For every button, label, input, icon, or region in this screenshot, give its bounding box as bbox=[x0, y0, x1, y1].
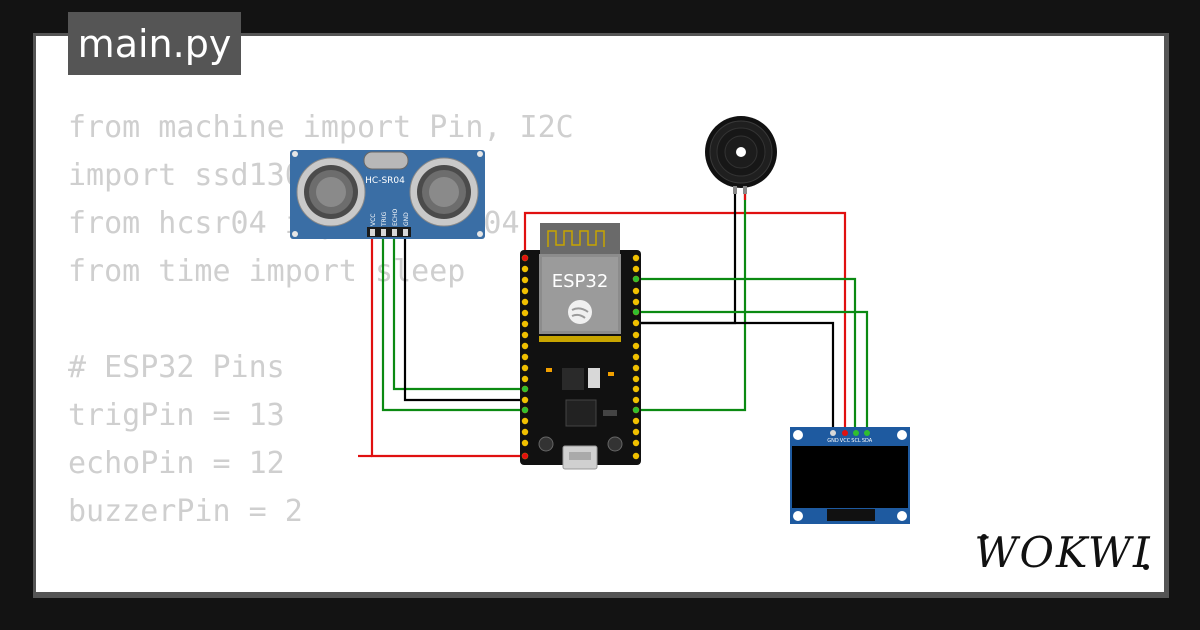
wire-vcc-oled[interactable] bbox=[523, 211, 847, 432]
code-line: from time import sleep bbox=[68, 254, 466, 289]
wire-oled-scl[interactable] bbox=[636, 277, 857, 432]
code-line: echoPin = 12 bbox=[68, 446, 285, 481]
wire-oled-gnd[interactable] bbox=[636, 321, 835, 432]
oled-pin-label: SDA bbox=[862, 438, 873, 444]
code-line: # OLED display I2C pins bbox=[68, 584, 574, 592]
sensor-pin[interactable] bbox=[381, 229, 386, 236]
code-line: trigPin = 13 bbox=[68, 398, 285, 433]
sensor-label: HC-SR04 bbox=[365, 176, 405, 186]
wokwi-logo-text: WOKWI bbox=[976, 528, 1151, 577]
file-tab[interactable]: main.py bbox=[68, 12, 241, 75]
wires bbox=[358, 190, 869, 458]
oled-pin-label: GND bbox=[827, 438, 839, 444]
oled-display[interactable]: GND VCC SCL SDA bbox=[790, 427, 910, 524]
wire-echo[interactable] bbox=[392, 236, 525, 391]
buzzer[interactable] bbox=[705, 116, 777, 194]
oled-screen bbox=[792, 446, 908, 508]
wire-oled-sda[interactable] bbox=[636, 310, 869, 432]
ultrasonic-transducer-left bbox=[296, 157, 366, 227]
sensor-pin[interactable] bbox=[403, 229, 408, 236]
code-line: from machine import Pin, I2C bbox=[68, 110, 574, 145]
code-line: buzzerPin = 2 bbox=[68, 494, 303, 529]
wire-trig[interactable] bbox=[381, 236, 525, 412]
sensor-pin[interactable] bbox=[370, 229, 375, 236]
espressif-logo-icon bbox=[568, 300, 592, 324]
sensor-pin-label: TRIG bbox=[381, 211, 388, 227]
wire-buzzer-gnd[interactable] bbox=[636, 192, 737, 325]
wire-buzzer-sig[interactable] bbox=[636, 192, 747, 412]
wokwi-logo: WOKWI bbox=[976, 528, 1151, 577]
code-line: # ESP32 Pins bbox=[68, 350, 285, 385]
sensor-pin-label: ECHO bbox=[392, 209, 399, 226]
hc-sr04-sensor[interactable]: HC-SR04 VCC TRIG ECHO GND bbox=[290, 150, 485, 239]
esp32-board[interactable]: ESP32 bbox=[520, 223, 641, 470]
ultrasonic-transducer-right bbox=[409, 157, 479, 227]
board-label: ESP32 bbox=[552, 271, 609, 292]
oled-pin-label: VCC bbox=[840, 438, 851, 444]
wire-gnd-sensor[interactable] bbox=[403, 236, 525, 402]
sensor-pin[interactable] bbox=[392, 229, 397, 236]
oled-pin-label: SCL bbox=[851, 438, 861, 444]
oled-pin[interactable] bbox=[853, 430, 859, 436]
oled-pin[interactable] bbox=[842, 430, 848, 436]
sensor-pin-label: GND bbox=[403, 212, 410, 226]
sensor-pin-label: VCC bbox=[370, 214, 377, 226]
oled-pin[interactable] bbox=[864, 430, 870, 436]
oled-pin[interactable] bbox=[830, 430, 836, 436]
